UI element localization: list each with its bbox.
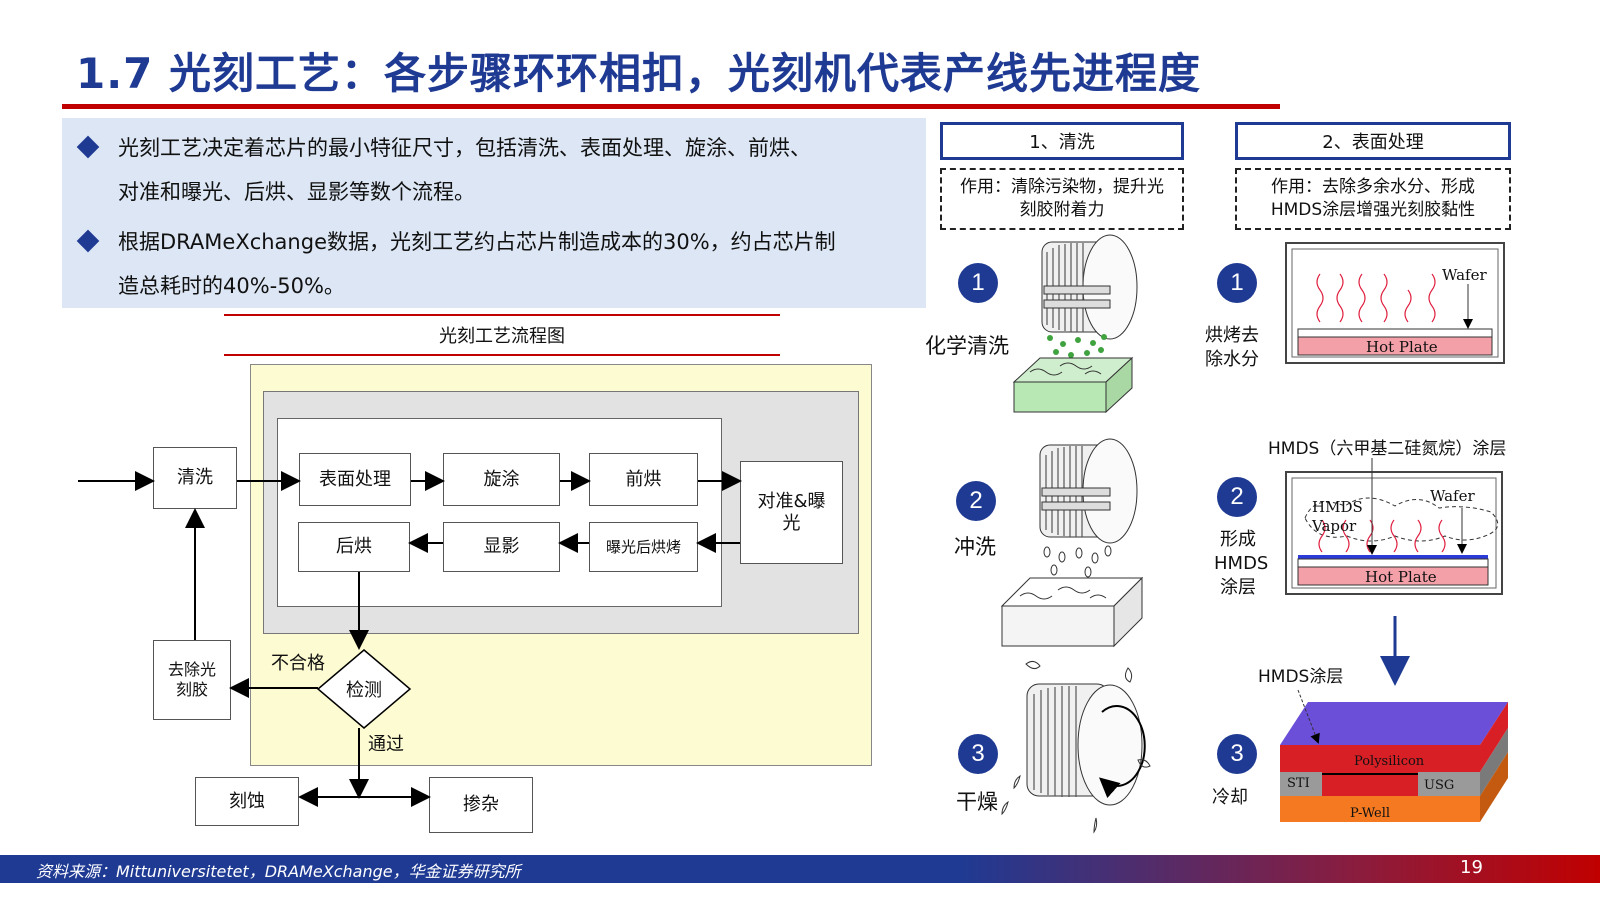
bullet-text-1a: 光刻工艺决定着芯片的最小特征尺寸，包括清洗、表面处理、旋涂、前烘、 [118, 136, 811, 160]
cleaning-step-2-number: 2 [956, 481, 996, 521]
usg-label: USG [1424, 778, 1455, 793]
bake-illustration [1285, 242, 1505, 364]
flow-box-strip: 去除光刻胶 [153, 640, 231, 720]
wafer-carrier-illustration-2 [1039, 438, 1138, 544]
flow-box-spin: 旋涂 [443, 453, 560, 506]
surface-step-2-label: 形成HMDS涂层 [1214, 529, 1269, 598]
sti-label: STI [1287, 776, 1310, 791]
polysilicon-label: Polysilicon [1354, 754, 1425, 769]
flow-box-prebake: 前烘 [589, 453, 698, 506]
hmds-layer-label: HMDS涂层 [1258, 667, 1344, 687]
surface-step-3-number: 3 [1217, 734, 1257, 774]
surface-step-1-label: 烘烤去除水分 [1205, 325, 1259, 370]
page-number: 19 [1460, 857, 1483, 878]
cleaning-step-2-label: 冲洗 [954, 535, 996, 559]
bullet-text-2b: 造总耗时的40%-50%。 [118, 274, 345, 298]
flow-box-surface: 表面处理 [299, 453, 411, 506]
flow-box-inspect: 检测 [346, 680, 382, 701]
cleaning-step-3-label: 干燥 [956, 790, 998, 814]
hmds-title: HMDS（六甲基二硅氮烷）涂层 [1268, 439, 1507, 459]
flow-zone-inner [277, 418, 722, 607]
pwell-label: P-Well [1350, 806, 1391, 821]
flowchart-title: 光刻工艺流程图 [439, 326, 565, 347]
surface-step-3-label: 冷却 [1212, 787, 1248, 808]
bullet-text-2a: 根据DRAMeXchange数据，光刻工艺约占芯片制造成本的30%，约占芯片制 [118, 230, 836, 254]
wafer-carrier-illustration-1 [1041, 234, 1138, 340]
flow-box-postbake: 后烘 [298, 522, 410, 572]
wafer-label-1: Wafer [1442, 266, 1487, 284]
spin-dryer-illustration [1026, 683, 1146, 806]
wafer-label-2: Wafer [1430, 487, 1475, 505]
surface-step-2-number: 2 [1217, 477, 1257, 517]
flow-box-peb: 曝光后烘烤 [589, 522, 698, 572]
hot-plate-label-2: Hot Plate [1365, 568, 1437, 586]
cleaning-step-1-number: 1 [958, 263, 998, 303]
hot-plate-label-1: Hot Plate [1366, 338, 1438, 356]
surface-step-1-number: 1 [1217, 263, 1257, 303]
hmds-chamber-illustration [1285, 458, 1503, 595]
bullet-text-1b: 对准和曝光、后烘、显影等数个流程。 [118, 180, 475, 204]
flow-title-rule-top [224, 314, 780, 316]
inspect-diamond [316, 649, 412, 729]
cleaning-purpose: 作用：清除污染物，提升光刻胶附着力 [940, 168, 1184, 230]
flow-box-develop: 显影 [443, 522, 560, 572]
cleaning-step-1-label: 化学清洗 [925, 334, 1009, 358]
page-title: 1.7 光刻工艺：各步骤环环相扣，光刻机代表产线先进程度 [76, 49, 1202, 98]
flow-box-doping: 掺杂 [429, 777, 533, 833]
bullet-panel: 光刻工艺决定着芯片的最小特征尺寸，包括清洗、表面处理、旋涂、前烘、 对准和曝光、… [62, 118, 926, 308]
title-underline [62, 104, 1280, 109]
flow-box-align: 对准&曝光 [740, 461, 843, 564]
rinse-bath-illustration [1000, 576, 1144, 648]
wafer-stack-illustration [1280, 689, 1508, 822]
bullet-item-1: 光刻工艺决定着芯片的最小特征尺寸，包括清洗、表面处理、旋涂、前烘、 对准和曝光、… [76, 126, 920, 214]
flow-label-pass: 通过 [368, 734, 404, 755]
hmds-vapor-label: HMDS Vapor [1312, 498, 1363, 535]
surface-header: 2、表面处理 [1235, 122, 1511, 160]
surface-purpose: 作用：去除多余水分、形成HMDS涂层增强光刻胶黏性 [1235, 168, 1511, 230]
flow-box-etch: 刻蚀 [195, 777, 299, 826]
bullet-item-2: 根据DRAMeXchange数据，光刻工艺约占芯片制造成本的30%，约占芯片制 … [76, 220, 920, 308]
footer-source: 资料来源：Mittuniversitetet，DRAMeXchange，华金证券… [36, 862, 521, 881]
footer-bar [0, 855, 1600, 883]
flow-label-fail: 不合格 [271, 653, 325, 674]
cleaning-header: 1、清洗 [940, 122, 1184, 160]
cleaning-step-3-number: 3 [958, 734, 998, 774]
green-bath-illustration [1012, 356, 1134, 414]
flow-title-rule-bottom [224, 354, 780, 356]
